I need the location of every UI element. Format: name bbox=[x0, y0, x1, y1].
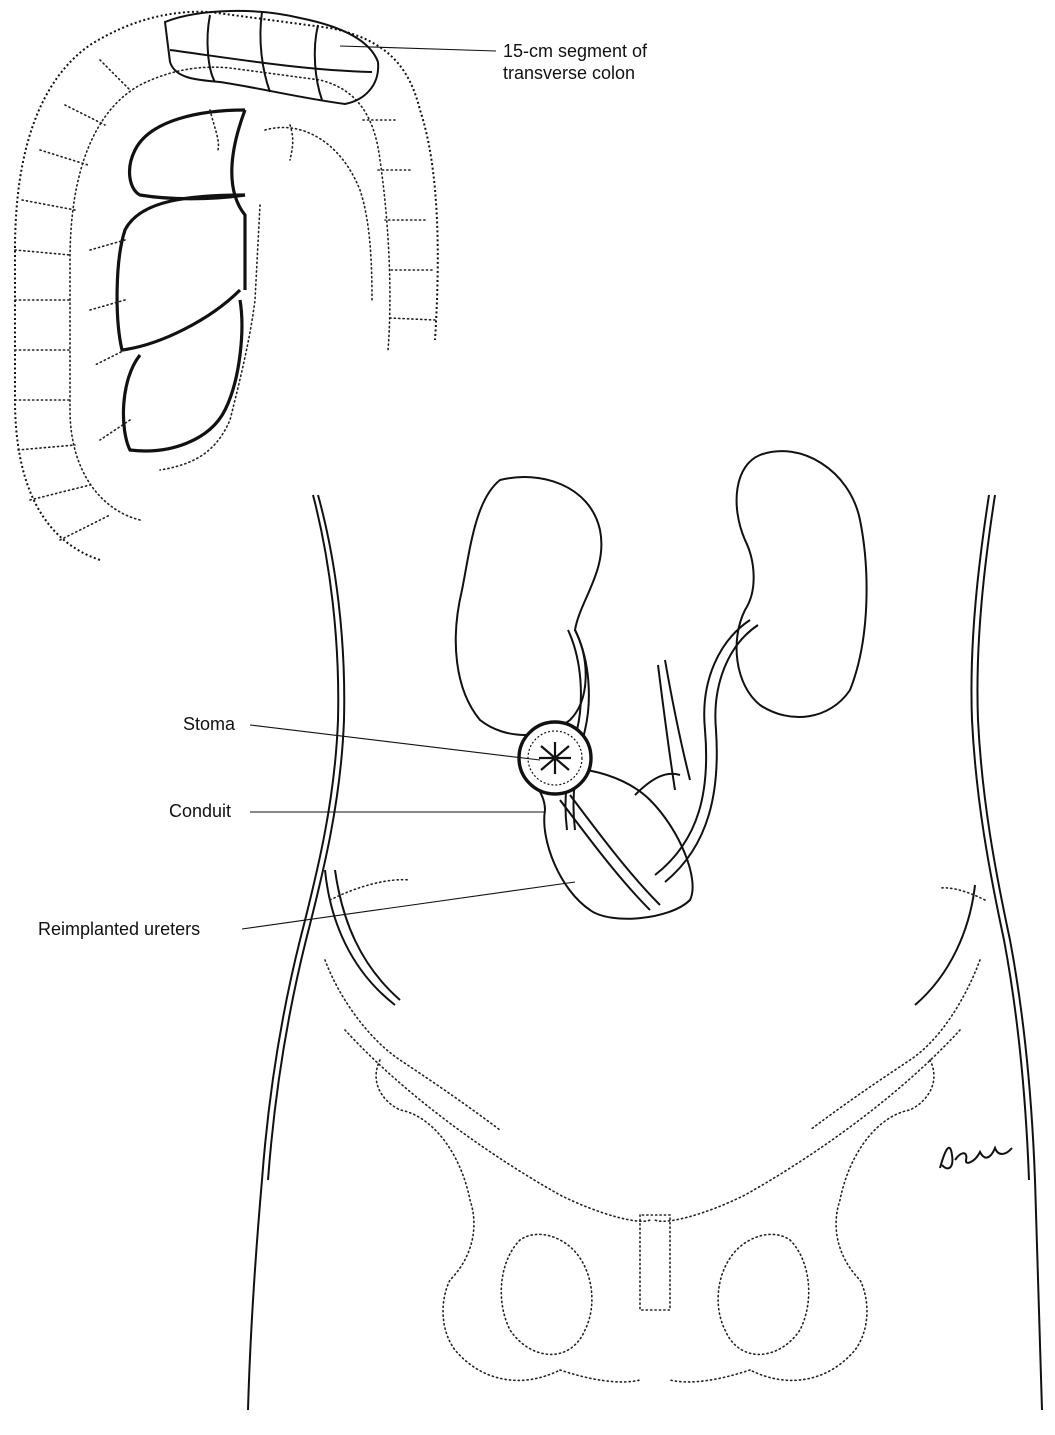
left-kidney bbox=[456, 477, 602, 735]
colon-segment-label: 15-cm segment of transverse colon bbox=[503, 40, 703, 84]
colon-inset bbox=[15, 11, 438, 560]
kidneys bbox=[456, 451, 867, 882]
torso-left-side bbox=[248, 495, 338, 1410]
right-kidney bbox=[737, 451, 867, 717]
mesenteric-vessels bbox=[90, 110, 372, 470]
conduit bbox=[519, 722, 693, 919]
leader-lines bbox=[242, 46, 575, 929]
torso-right-side bbox=[977, 495, 1042, 1410]
stoma-label: Stoma bbox=[183, 713, 235, 735]
reimplanted-ureters-label: Reimplanted ureters bbox=[38, 918, 200, 940]
colon-outer-wall bbox=[15, 12, 438, 560]
pelvis bbox=[325, 960, 980, 1382]
conduit-label: Conduit bbox=[169, 800, 231, 822]
artist-signature bbox=[940, 1148, 1012, 1169]
colon-segment-highlight bbox=[165, 11, 378, 104]
torso-outline bbox=[248, 495, 1042, 1410]
